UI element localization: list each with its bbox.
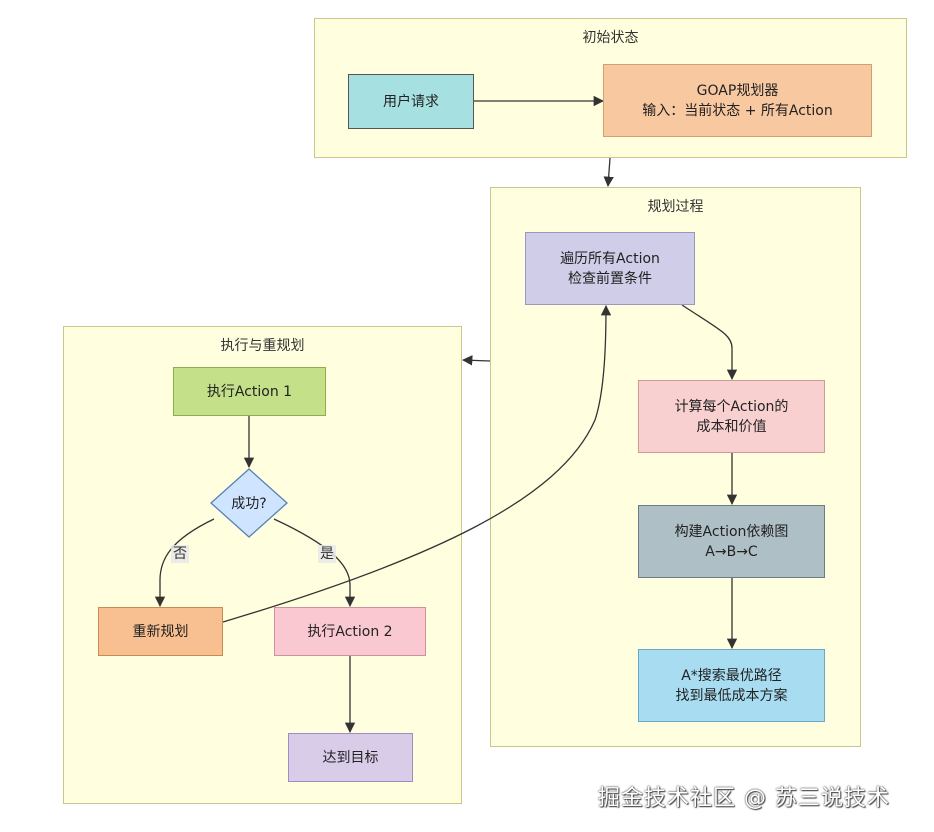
node-compute-cost-line2: 成本和价值 [696, 418, 767, 435]
diamond-success-check [210, 468, 288, 538]
node-iterate-actions: 遍历所有Action 检查前置条件 [525, 232, 695, 305]
node-reach-goal-line1: 达到目标 [322, 749, 379, 766]
node-goap-planner-line2: 输入：当前状态 + 所有Action [642, 102, 833, 119]
group-title-planning: 规划过程 [647, 199, 704, 215]
node-user-request: 用户请求 [348, 74, 474, 129]
node-success-check-label: 成功? [231, 496, 267, 512]
node-astar-search-line2: 找到最低成本方案 [675, 687, 788, 704]
edge-planning-to-execution [461, 355, 491, 366]
node-iterate-actions-line1: 遍历所有Action [560, 250, 660, 267]
group-title-execution: 执行与重规划 [220, 338, 305, 354]
watermark-text: 掘金技术社区 @ 苏三说技术 [598, 786, 890, 811]
node-exec-action2-line1: 执行Action 2 [307, 623, 393, 640]
node-build-graph-line2: A→B→C [705, 543, 758, 560]
node-build-graph: 构建Action依赖图 A→B→C [638, 505, 825, 578]
group-title-initial: 初始状态 [582, 30, 639, 46]
node-build-graph-line1: 构建Action依赖图 [674, 523, 789, 540]
edge-label-no: 否 [171, 545, 189, 563]
node-user-request-line1: 用户请求 [383, 93, 439, 110]
node-compute-cost: 计算每个Action的 成本和价值 [638, 380, 825, 453]
node-goap-planner-line1: GOAP规划器 [696, 82, 779, 99]
node-astar-search: A*搜索最优路径 找到最低成本方案 [638, 649, 825, 722]
edge-label-yes: 是 [318, 545, 336, 563]
node-reach-goal: 达到目标 [288, 733, 413, 782]
node-goap-planner: GOAP规划器 输入：当前状态 + 所有Action [603, 64, 872, 137]
edge-replan-to-iterate [222, 304, 612, 623]
node-exec-action1-line1: 执行Action 1 [206, 383, 293, 400]
node-replan: 重新规划 [98, 607, 223, 656]
node-exec-action2: 执行Action 2 [274, 607, 426, 656]
node-iterate-actions-line2: 检查前置条件 [568, 270, 652, 287]
edge-check-to-replan [154, 518, 215, 608]
edge-check-to-action2 [273, 518, 356, 608]
node-exec-action1: 执行Action 1 [173, 367, 326, 416]
node-replan-line1: 重新规划 [132, 623, 189, 640]
node-compute-cost-line1: 计算每个Action的 [674, 398, 789, 415]
edge-initial-to-planning [603, 157, 614, 188]
node-astar-search-line1: A*搜索最优路径 [681, 667, 782, 684]
edge-iterate-to-cost [681, 304, 738, 381]
